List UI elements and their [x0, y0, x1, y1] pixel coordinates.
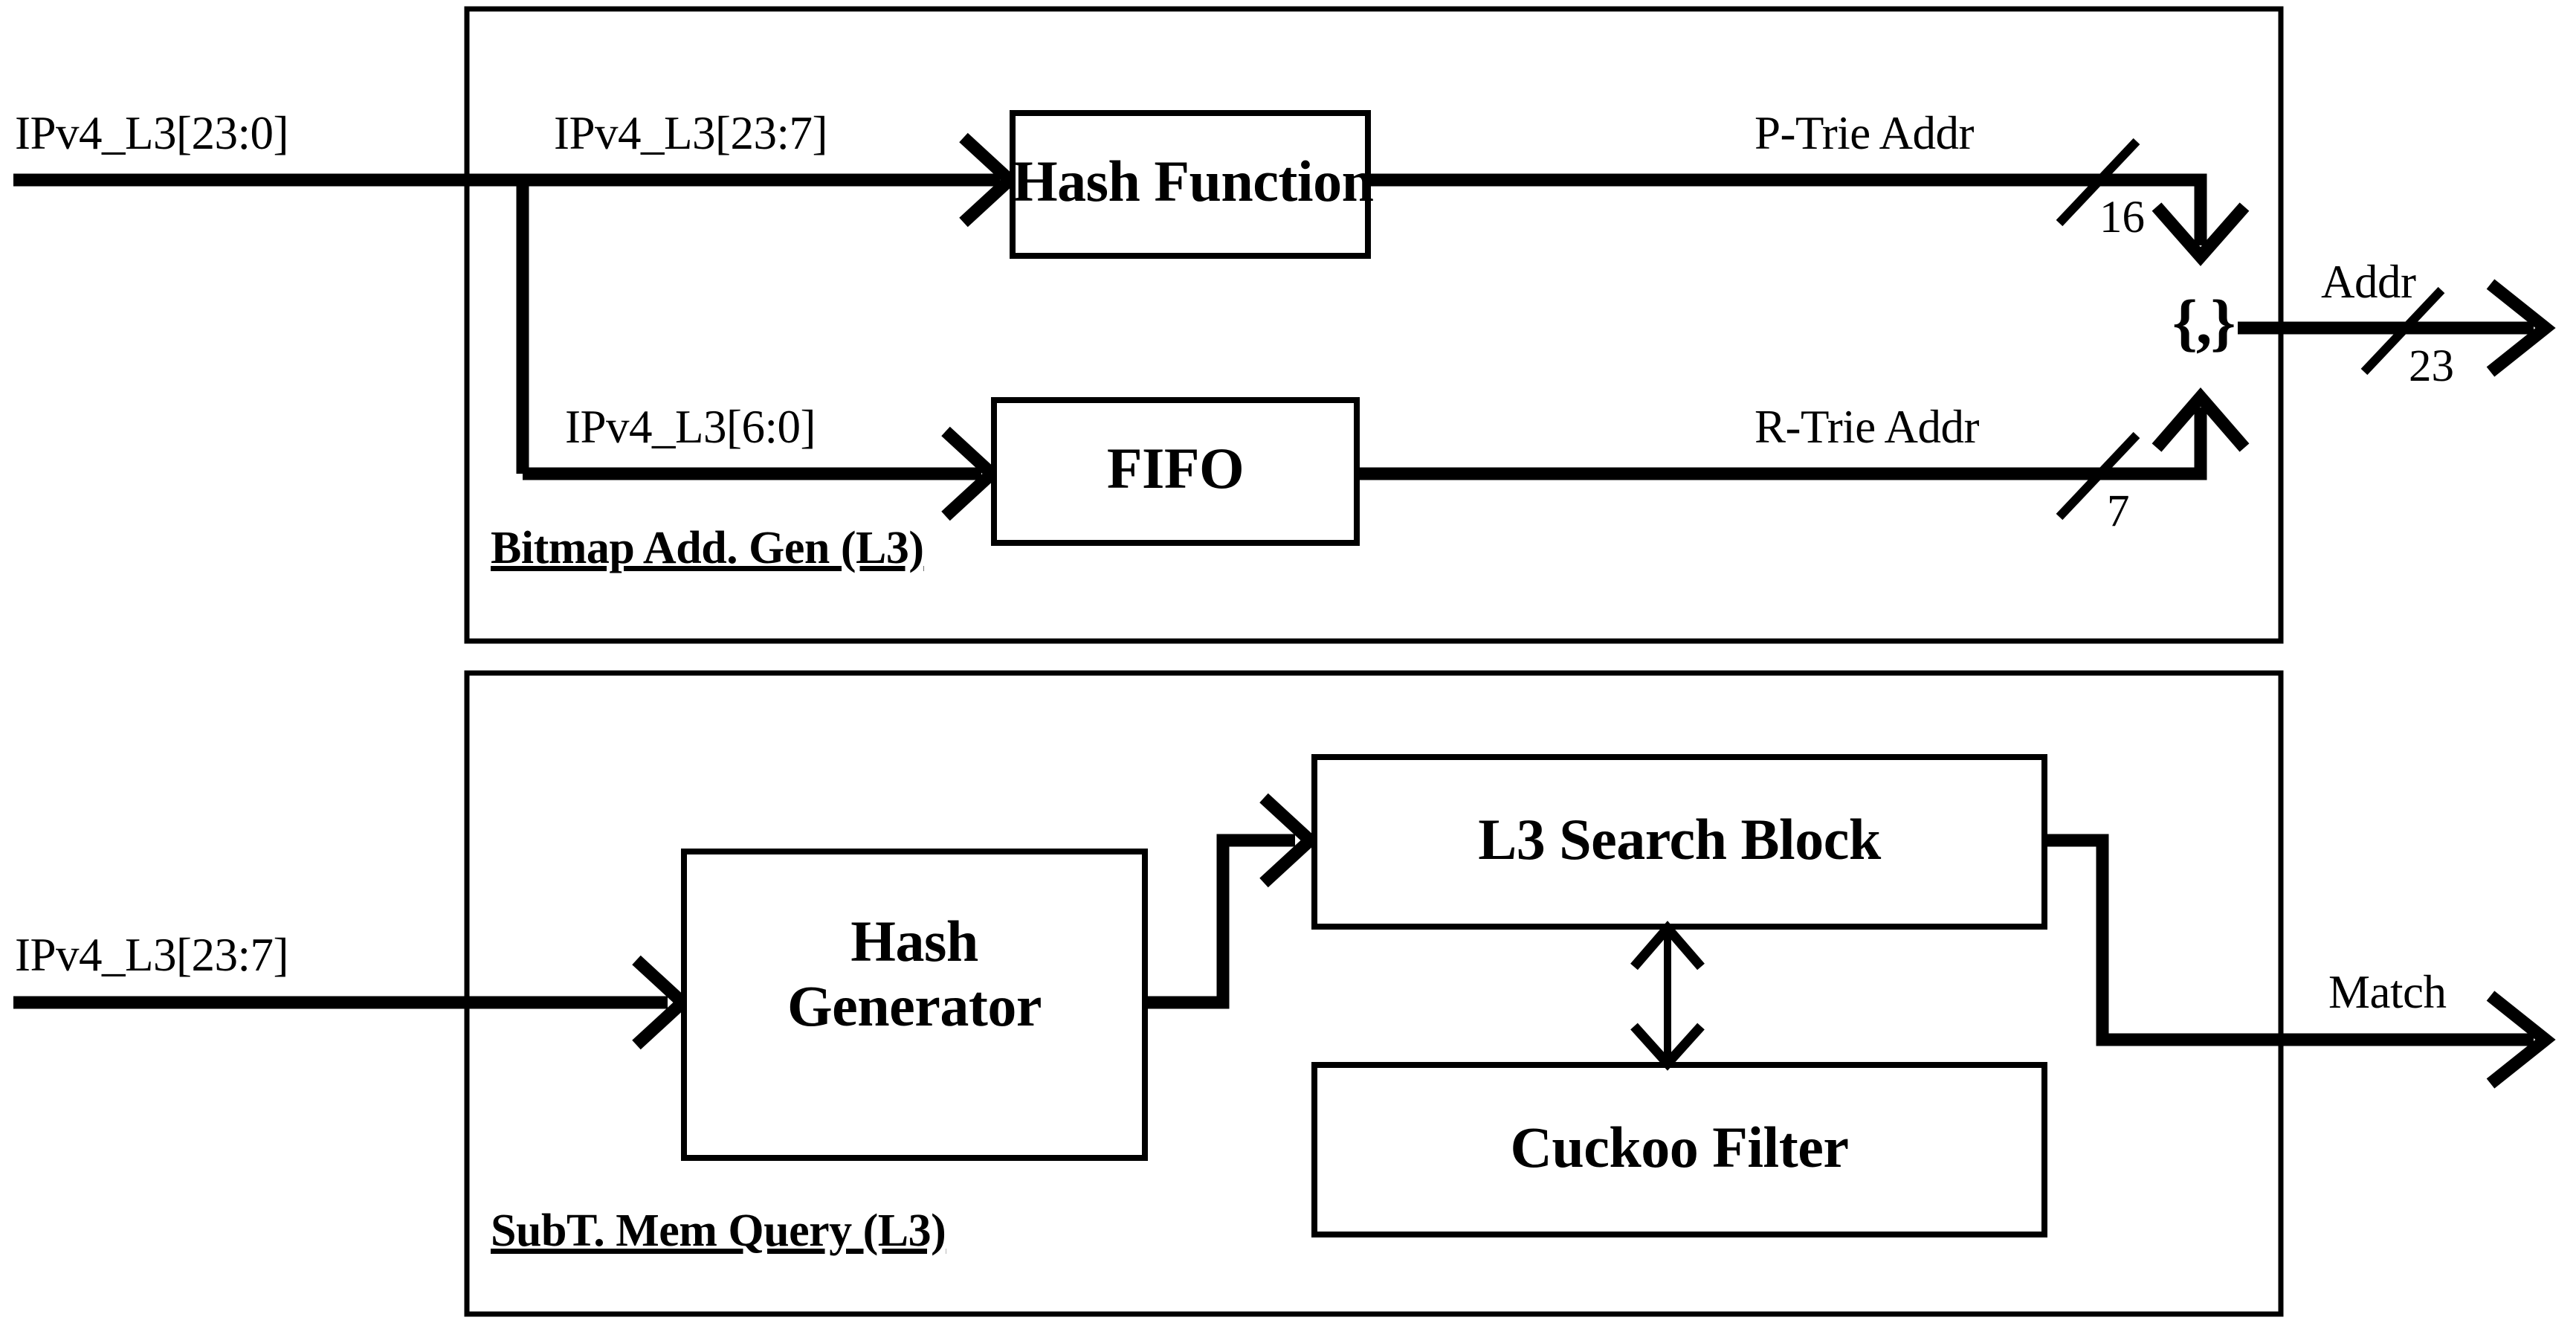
bus-slash-rtrie: [2056, 431, 2140, 521]
arrowhead-concat-bottom-input: [2151, 387, 2250, 452]
bus-width-label-7: 7: [2107, 486, 2130, 536]
arrowhead-match-output: [2486, 991, 2556, 1089]
block-label-cuckoo-filter: Cuckoo Filter: [1510, 1115, 1849, 1179]
block-label-fifo: FIFO: [1106, 436, 1245, 500]
block-hash-generator: [681, 849, 1148, 1161]
label-addr-output: Addr: [2321, 256, 2416, 308]
label-ipv4-l3-23-7-hash: IPv4_L3[23:7]: [554, 107, 827, 159]
bus-width-label-23: 23: [2409, 341, 2454, 391]
wire-match-output: [2044, 834, 2534, 1046]
label-match-output: Match: [2328, 966, 2447, 1018]
arrowhead-toward-cuckoo-filter: [1630, 1023, 1705, 1071]
panel-border-subt-mem-query: [464, 670, 2284, 1317]
bus-slash-addr: [2360, 286, 2445, 376]
label-p-trie-addr: P-Trie Addr: [1755, 107, 1974, 159]
wire-rtrie-addr: [1357, 408, 2207, 480]
panel-title-subt-mem-query: SubT. Mem Query (L3): [491, 1205, 946, 1256]
arrowhead-addr-output: [2486, 279, 2556, 377]
label-r-trie-addr: R-Trie Addr: [1755, 401, 1979, 453]
block-cuckoo-filter: [1311, 1062, 2047, 1237]
label-ipv4-l3-6-0-fifo: IPv4_L3[6:0]: [565, 401, 816, 453]
panel-title-bitmap-addr-gen: Bitmap Add. Gen (L3): [491, 523, 924, 573]
block-label-hash-generator: Hash Generator: [684, 909, 1145, 1039]
label-ipv4-l3-23-7-subt: IPv4_L3[23:7]: [15, 929, 288, 981]
block-label-hash-function: Hash Function: [1013, 149, 1374, 213]
arrowhead-l3-search-block-input: [1259, 793, 1320, 888]
block-label-l3-search: L3 Search Block: [1478, 807, 1881, 872]
bus-slash-ptrie: [2056, 138, 2140, 227]
wire-hash-generator-to-search: [1145, 834, 1295, 1009]
block-label-hash-generator-line2: Generator: [787, 973, 1042, 1039]
bus-width-label-16: 16: [2099, 193, 2145, 242]
label-ipv4-l3-23-0: IPv4_L3[23:0]: [15, 107, 288, 159]
concatenation-operator-symbol: {,}: [2172, 286, 2236, 358]
arrowhead-toward-l3-search: [1630, 921, 1705, 970]
block-fifo: [991, 397, 1360, 546]
arrowhead-concat-top-input: [2151, 202, 2250, 266]
block-label-hash-generator-line1: Hash: [850, 909, 978, 973]
wire-ptrie-addr: [1368, 173, 2207, 245]
block-l3-search: [1311, 754, 2047, 930]
